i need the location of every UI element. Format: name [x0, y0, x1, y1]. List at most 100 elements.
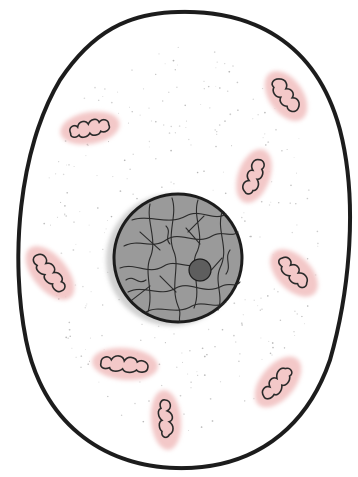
cytoplasm-dot	[271, 354, 272, 355]
cytoplasm-dot	[203, 170, 205, 172]
cytoplasm-dot	[298, 138, 299, 139]
cytoplasm-dot	[133, 154, 134, 155]
cytoplasm-dot	[79, 211, 80, 212]
cytoplasm-dot	[224, 120, 226, 122]
cytoplasm-dot	[182, 362, 183, 363]
cytoplasm-dot	[66, 165, 67, 166]
cytoplasm-dot	[270, 202, 271, 203]
cytoplasm-dot	[90, 338, 91, 339]
cytoplasm-dot	[73, 249, 75, 251]
cytoplasm-dot	[87, 363, 89, 365]
cytoplasm-dot	[60, 202, 61, 203]
cytoplasm-dot	[272, 342, 274, 344]
cytoplasm-dot	[136, 198, 137, 199]
cytoplasm-dot	[165, 63, 166, 64]
cytoplasm-dot	[212, 420, 214, 422]
cytoplasm-dot	[108, 141, 109, 142]
cytoplasm-dot	[139, 381, 140, 382]
cytoplasm-dot	[216, 131, 217, 132]
cytoplasm-dot	[85, 305, 86, 306]
cytoplasm-dot	[243, 314, 244, 315]
cytoplasm-dot	[101, 335, 102, 336]
cytoplasm-dot	[143, 88, 144, 89]
cytoplasm-dot	[149, 141, 150, 142]
cytoplasm-dot	[75, 244, 76, 245]
cytoplasm-dot	[294, 335, 295, 336]
cytoplasm-dot	[260, 337, 261, 338]
cytoplasm-dot	[188, 430, 189, 431]
cytoplasm-dot	[219, 87, 221, 89]
cytoplasm-dot	[232, 65, 234, 67]
cytoplasm-dot	[308, 189, 310, 191]
cytoplasm-dot	[121, 415, 122, 416]
cytoplasm-dot	[277, 291, 279, 293]
cytoplasm-dot	[204, 356, 206, 358]
cytoplasm-dot	[208, 86, 209, 87]
cytoplasm-dot	[65, 215, 67, 217]
cytoplasm-dot	[104, 349, 105, 350]
cytoplasm-dot	[241, 324, 242, 325]
cytoplasm-dot	[254, 300, 255, 301]
cytoplasm-dot	[102, 249, 103, 250]
cytoplasm-dot	[102, 304, 103, 305]
cytoplasm-dot	[132, 194, 133, 195]
cytoplasm-dot	[66, 192, 68, 194]
cytoplasm-dot	[210, 398, 212, 400]
cytoplasm-dot	[71, 348, 72, 349]
cytoplasm-dot	[215, 67, 216, 68]
cytoplasm-dot	[243, 212, 244, 213]
cytoplasm-dot	[307, 305, 309, 307]
cytoplasm-dot	[170, 181, 171, 182]
cytoplasm-dot	[227, 91, 228, 92]
cytoplasm-dot	[161, 385, 162, 386]
cytoplasm-dot	[272, 347, 274, 349]
cytoplasm-dot	[98, 100, 99, 101]
cytoplasm-dot	[238, 360, 240, 362]
cytoplasm-dot	[68, 164, 69, 165]
cytoplasm-dot	[176, 367, 177, 368]
cytoplasm-dot	[296, 173, 297, 174]
cytoplasm-dot	[296, 224, 297, 225]
cytoplasm-dot	[184, 105, 185, 106]
cytoplasm-dot	[267, 141, 269, 143]
cytoplasm-dot	[118, 113, 119, 114]
cytoplasm-dot	[275, 129, 277, 131]
cytoplasm-dot	[159, 363, 161, 365]
cytoplasm-dot	[97, 175, 98, 176]
cytoplasm-dot	[217, 62, 218, 63]
cytoplasm-dot	[293, 331, 294, 332]
cytoplasm-dot	[274, 288, 275, 289]
cytoplasm-dot	[128, 123, 129, 124]
cytoplasm-dot	[84, 98, 86, 100]
cytoplasm-dot	[213, 190, 214, 191]
cytoplasm-dot	[189, 350, 190, 351]
cytoplasm-dot	[111, 102, 113, 104]
cytoplasm-dot	[165, 342, 166, 343]
cytoplasm-dot	[215, 146, 217, 148]
cytoplasm-dot	[294, 157, 295, 158]
cytoplasm-dot	[208, 329, 209, 330]
cytoplasm-dot	[190, 387, 191, 388]
cytoplasm-dot	[261, 308, 263, 310]
cytoplasm-dot	[107, 396, 108, 397]
cytoplasm-dot	[85, 349, 86, 350]
cytoplasm-dot	[239, 353, 240, 354]
cytoplasm-dot	[284, 347, 285, 348]
cytoplasm-dot	[169, 132, 171, 134]
cytoplasm-dot	[173, 183, 174, 184]
nucleolus	[189, 259, 211, 281]
cytoplasm-dot	[107, 220, 108, 221]
cytoplasm-dot	[253, 398, 254, 399]
cytoplasm-dot	[237, 82, 239, 84]
cytoplasm-dot	[225, 193, 227, 195]
cytoplasm-dot	[292, 232, 293, 233]
cytoplasm-dot	[140, 340, 141, 341]
cytoplasm-dot	[65, 337, 67, 339]
cytoplasm-dot	[228, 71, 230, 73]
cytoplasm-dot	[257, 305, 258, 306]
cytoplasm-dot	[214, 129, 216, 131]
cytoplasm-dot	[155, 74, 156, 75]
cytoplasm-dot	[159, 53, 160, 54]
cytoplasm-dot	[262, 359, 263, 360]
